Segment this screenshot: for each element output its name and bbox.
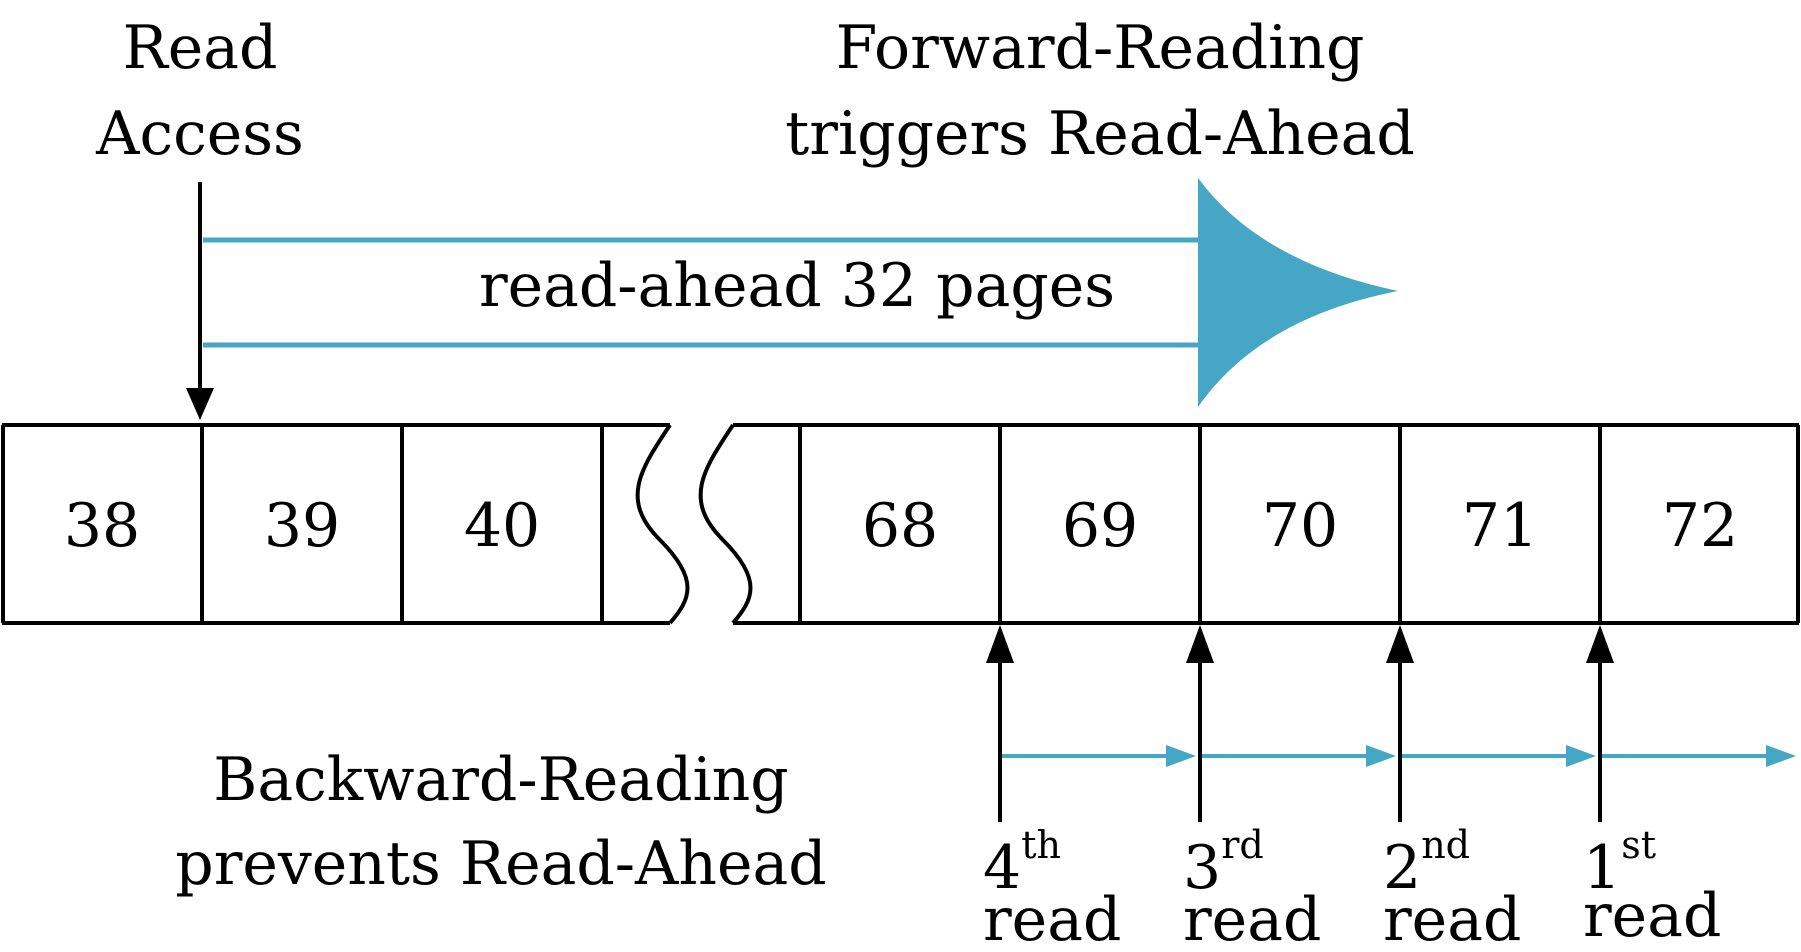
page-cell-68: 68: [862, 491, 938, 561]
read-order-suffix: nd: [1421, 823, 1470, 867]
read-order-word: read: [1583, 881, 1721, 951]
read-order-word: read: [1183, 885, 1321, 952]
read-arrow-2nd: [1386, 625, 1414, 822]
svg-text:3rd: 3rd: [1183, 823, 1264, 903]
forward-reading-label-line2: triggers Read-Ahead: [785, 99, 1415, 169]
page-cell-40: 40: [464, 491, 540, 561]
page-cell-39: 39: [264, 491, 340, 561]
page-cell-70: 70: [1262, 491, 1338, 561]
read-order-number: 2: [1383, 833, 1421, 903]
page-cell-69: 69: [1062, 491, 1138, 561]
read-order-suffix: rd: [1221, 823, 1264, 867]
read-order-label-1st: 1st read: [1583, 823, 1721, 951]
break-mark-left: [635, 423, 690, 625]
read-arrow-3rd: [1186, 625, 1214, 822]
read-arrow-1st: [1586, 625, 1614, 822]
read-order-number: 3: [1183, 833, 1221, 903]
svg-text:4th: 4th: [983, 823, 1061, 903]
page-cell-71: 71: [1462, 491, 1538, 561]
read-arrow-4th: [986, 625, 1014, 822]
forward-reading-label-line1: Forward-Reading: [836, 13, 1365, 83]
backward-reading-label-line1: Backward-Reading: [213, 745, 788, 815]
read-order-number: 4: [983, 833, 1021, 903]
page-strip-left: [1, 423, 690, 625]
read-order-suffix: st: [1621, 823, 1656, 867]
read-order-word: read: [983, 885, 1121, 952]
read-ahead-arrow: [203, 178, 1398, 407]
page-cell-38: 38: [64, 491, 140, 561]
read-order-suffix: th: [1021, 823, 1061, 867]
read-order-label-2nd: 2nd read: [1383, 823, 1521, 952]
read-ahead-arrow-head: [1198, 178, 1398, 407]
backward-reading-label-line2: prevents Read-Ahead: [175, 829, 826, 899]
read-access-label-line1: Read: [123, 13, 278, 83]
forward-step-arrows: [1002, 745, 1796, 767]
read-access-label-line2: Access: [95, 99, 304, 169]
page-strip-right: [698, 423, 1800, 625]
svg-text:1st: 1st: [1583, 823, 1656, 903]
read-access-arrow: [186, 182, 214, 420]
break-mark-right: [698, 423, 753, 625]
page-cell-72: 72: [1662, 491, 1738, 561]
read-order-number: 1: [1583, 833, 1621, 903]
svg-text:2nd: 2nd: [1383, 823, 1470, 903]
read-order-word: read: [1383, 885, 1521, 952]
read-ahead-label: read-ahead 32 pages: [479, 251, 1115, 321]
read-order-label-3rd: 3rd read: [1183, 823, 1321, 952]
read-order-label-4th: 4th read: [983, 823, 1121, 952]
